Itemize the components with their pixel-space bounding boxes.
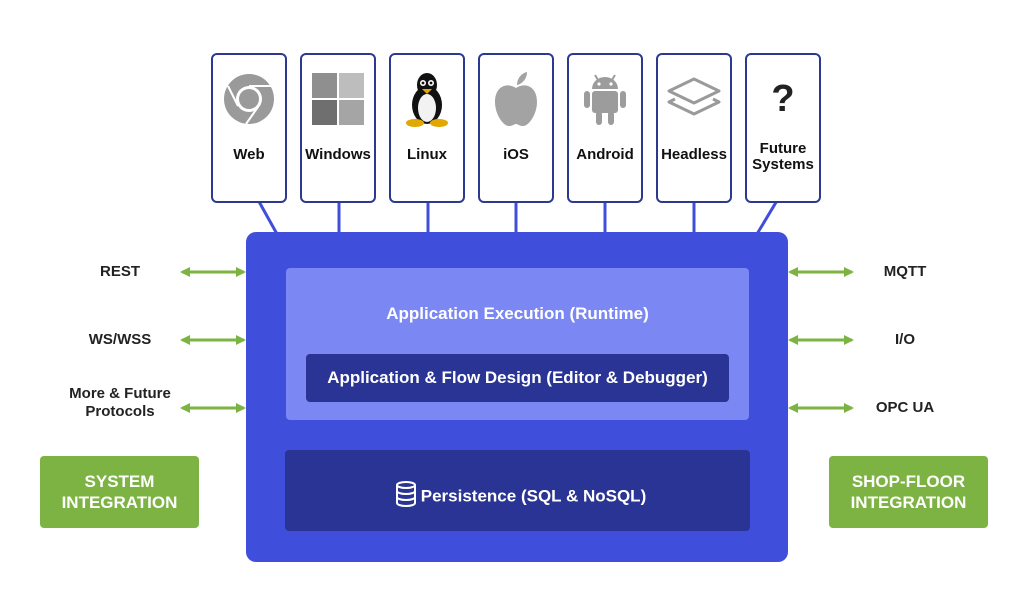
persistence-box xyxy=(285,450,750,531)
protocol-opc-ua: OPC UA xyxy=(875,399,935,416)
protocol-more-line2: Protocols xyxy=(85,403,155,420)
platform-label-future-systems: Future Systems xyxy=(747,141,819,173)
question-mark-icon: ? xyxy=(771,77,795,120)
protocol-mqtt: MQTT xyxy=(883,263,927,280)
platform-label-android: Android xyxy=(576,146,634,163)
shop-floor-line2: INTEGRATION xyxy=(850,493,967,512)
protocol-io: I/O xyxy=(894,331,915,348)
platform-label-windows: Windows xyxy=(305,146,371,163)
platform-linux: Linux xyxy=(389,53,465,203)
protocol-more-future: More & Future Protocols xyxy=(50,385,190,421)
platform-label-linux: Linux xyxy=(407,146,447,163)
platform-windows: Windows xyxy=(300,53,376,203)
platform-ios: iOS xyxy=(478,53,554,203)
system-integration-line1: SYSTEM xyxy=(84,472,155,491)
protocol-ws-wss: WS/WSS xyxy=(88,331,152,348)
platform-label-web: Web xyxy=(233,146,265,163)
platform-android: Android xyxy=(567,53,643,203)
windows-icon xyxy=(302,67,374,131)
protocol-more-line1: More & Future xyxy=(69,385,171,402)
runtime-title: Application Execution (Runtime) xyxy=(386,304,649,323)
system-integration-line2: INTEGRATION xyxy=(61,493,178,512)
persistence-label: Persistence (SQL & NoSQL) xyxy=(285,481,750,512)
editor-title: Application & Flow Design (Editor & Debu… xyxy=(327,368,708,387)
system-integration-badge: SYSTEM INTEGRATION xyxy=(40,456,199,528)
layers-icon xyxy=(658,67,730,131)
linux-penguin-icon xyxy=(391,67,463,131)
platform-label-ios: iOS xyxy=(503,146,529,163)
platform-headless: Headless xyxy=(656,53,732,203)
android-icon xyxy=(569,67,641,131)
persistence-title: Persistence (SQL & NoSQL) xyxy=(420,486,647,506)
apple-icon xyxy=(480,67,552,131)
editor-box: Application & Flow Design (Editor & Debu… xyxy=(306,354,729,402)
platform-label-headless: Headless xyxy=(661,146,727,163)
shop-floor-integration-badge: SHOP-FLOOR INTEGRATION xyxy=(829,456,988,528)
platform-future-systems: ? Future Systems xyxy=(745,53,821,203)
platform-web: Web xyxy=(211,53,287,203)
protocol-rest: REST xyxy=(99,263,140,280)
database-icon xyxy=(395,481,417,512)
shop-floor-line1: SHOP-FLOOR xyxy=(851,472,966,491)
future-systems-line2: Systems xyxy=(752,156,814,173)
future-systems-line1: Future xyxy=(759,140,807,157)
chrome-icon xyxy=(213,67,285,131)
